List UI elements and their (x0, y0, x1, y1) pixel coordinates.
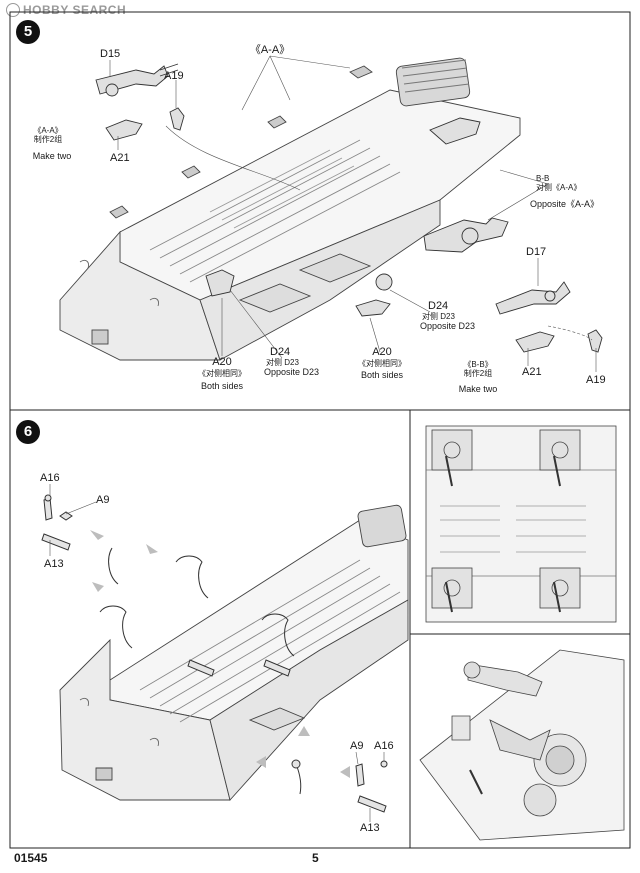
label-a20-mid-en: Both sides (360, 370, 404, 380)
label-d24-left-cn: 对侧 D23 (266, 358, 299, 367)
label-aa-make-cn: 《A-A》 制作2组 (33, 126, 63, 144)
label-d24-left: D24 (270, 346, 291, 358)
step6-hull (59, 504, 409, 801)
step5-leader-lines (109, 55, 597, 372)
inset-closeup-view (419, 649, 625, 841)
label-d24-right: D24 (428, 300, 449, 312)
footer-page-number: 5 (312, 851, 319, 865)
step6-panel-frame (9, 409, 631, 849)
label-bb-make-en: Make two (458, 384, 498, 394)
label-bb-cn: B-B 对侧《A-A》 (536, 174, 582, 192)
label-d17: D17 (526, 246, 547, 258)
label-a20-mid-cn: 《对侧相同》 (358, 359, 406, 368)
label-aa-top: 《A-A》 (249, 44, 291, 56)
footer-product-code: 01545 (14, 851, 48, 865)
label-a9-bottom: A9 (350, 740, 364, 752)
label-a21-bottom: A21 (522, 366, 542, 378)
label-bb-make-cn: 《B-B》 制作2组 (463, 360, 493, 378)
label-d24-right-en: Opposite D23 (420, 321, 476, 331)
label-a9-top: A9 (96, 494, 110, 506)
label-a16-bottom: A16 (374, 740, 394, 752)
label-a20-mid: A20 (372, 346, 392, 358)
label-d15: D15 (100, 48, 121, 60)
watermark: HOBBY SEARCH (6, 3, 126, 17)
label-a19-bottom: A19 (586, 374, 606, 386)
step5-hull (59, 57, 521, 361)
step-5-badge: 5 (16, 20, 40, 44)
label-a19-top: A19 (164, 70, 184, 82)
label-aa-make-en: Make two (32, 151, 72, 161)
step5-suspension-parts (95, 63, 603, 353)
step6-direction-arrows (90, 530, 350, 778)
step6-leader-lines (49, 484, 385, 822)
label-d24-right-cn: 对侧 D23 (422, 312, 455, 321)
label-a20-left: A20 (212, 356, 232, 368)
step6-links (41, 494, 388, 813)
step-6-badge: 6 (16, 420, 40, 444)
watermark-text: HOBBY SEARCH (23, 3, 127, 17)
label-a20-left-cn: 《对侧相同》 (198, 369, 246, 378)
label-a13-bottom: A13 (360, 822, 380, 834)
label-bb-en: Opposite《A-A》 (530, 199, 600, 209)
label-a20-left-en: Both sides (200, 381, 244, 391)
label-a21-top: A21 (110, 152, 130, 164)
label-a16-top: A16 (40, 472, 60, 484)
inset-underside-view (425, 425, 617, 623)
label-d24-left-en: Opposite D23 (264, 367, 320, 377)
label-a13-top: A13 (44, 558, 64, 570)
logo-icon (6, 3, 20, 17)
